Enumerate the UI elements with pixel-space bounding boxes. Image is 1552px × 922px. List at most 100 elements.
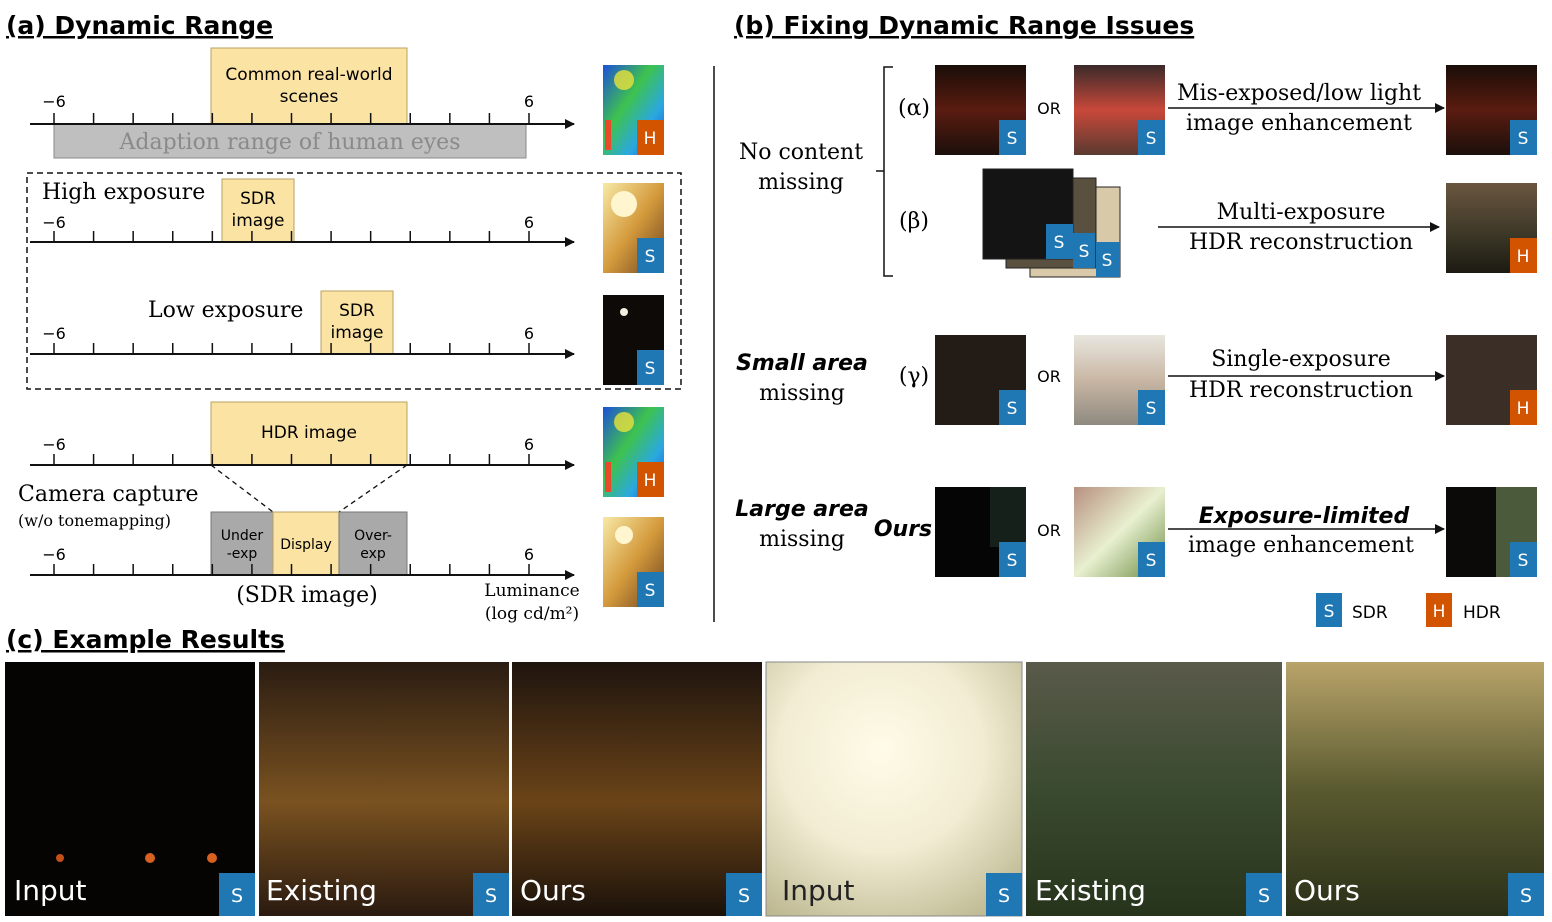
hdr-badge (1510, 390, 1537, 425)
hdr-image-box-label: HDR image (261, 423, 357, 443)
axis-min-label: −6 (42, 324, 66, 343)
axis-camera-capture: Camera capture (w/o tonemapping) Under -… (18, 482, 580, 624)
axis-ticks (53, 343, 530, 354)
underexp-line-1: Under (221, 528, 264, 544)
no-content-missing-line-2: missing (758, 170, 844, 195)
legend-hdr-swatch-letter: H (1433, 602, 1446, 622)
sdr-badge (1510, 542, 1537, 577)
hdr-badge (1510, 238, 1537, 273)
result-ours-forest: Ours S (1286, 662, 1544, 916)
sdr-badge (637, 572, 664, 607)
hdr-badge (637, 120, 664, 155)
sdr-badge-letter: S (645, 581, 656, 601)
adaption-range-label: Adaption range of human eyes (119, 130, 461, 155)
sdr-badge-letter: S (1007, 551, 1018, 571)
sdr-image-caption: (SDR image) (236, 583, 378, 608)
thumbnail-alpha-bright: S (1074, 65, 1165, 155)
common-scenes-line-2: scenes (280, 87, 339, 107)
sdr-badge-letter: S (1518, 129, 1529, 149)
sdr-badge-letter: S (1146, 129, 1157, 149)
projection-line-right (338, 464, 408, 513)
legend-sdr-swatch-letter: S (1324, 602, 1335, 622)
sdr-badge (1138, 390, 1165, 425)
display-box (272, 511, 340, 576)
sdr-badge-letter: S (485, 885, 497, 907)
sdr-badge-letter: S (1007, 399, 1018, 419)
thumbnail-gamma-result: H (1446, 335, 1537, 425)
small-area-missing-line-1: Small area (736, 351, 868, 376)
camera-capture-label: Camera capture (18, 482, 199, 507)
sdr-badge (1046, 224, 1073, 259)
thumbnail-high-exposure: S (603, 183, 664, 273)
legend: S SDR H HDR (1316, 593, 1501, 627)
small-area-missing-line-2: missing (759, 381, 845, 406)
panel-a-heading: (a) Dynamic Range (6, 11, 273, 40)
axis-min-label: −6 (42, 92, 66, 111)
sdr-badge-letter: S (231, 885, 243, 907)
sdr-badge (999, 542, 1026, 577)
result-label: Input (14, 874, 87, 907)
sdr-badge-letter: S (1007, 129, 1018, 149)
sdr-badge-letter: S (1518, 551, 1529, 571)
luminance-label-line-2: (log cd/m²) (485, 604, 579, 624)
result-label: Existing (1035, 874, 1146, 907)
axis-ticks (53, 113, 530, 124)
sdr-badge (219, 873, 255, 916)
large-area-missing-line-2: missing (759, 527, 845, 552)
task-gamma-line-1: Single-exposure (1211, 347, 1391, 372)
sdr-box-high-line-1: SDR (240, 189, 276, 209)
common-scenes-line-1: Common real-world (225, 65, 392, 85)
thumbnail-gamma-bright: S (1074, 335, 1165, 425)
sdr-badge (473, 873, 509, 916)
axis-min-label: −6 (42, 213, 66, 232)
panel-c-heading: (c) Example Results (6, 625, 285, 654)
no-content-bracket (876, 66, 893, 277)
thumbnail-low-exposure: S (603, 295, 664, 385)
overexp-line-1: Over- (354, 528, 392, 544)
hdr-badge-letter: H (644, 471, 657, 491)
axis-max-label: 6 (524, 92, 534, 111)
sdr-badge-letter: S (1146, 551, 1157, 571)
panel-b-heading: (b) Fixing Dynamic Range Issues (734, 11, 1194, 40)
sdr-badge (1508, 873, 1544, 916)
or-label-alpha: OR (1037, 99, 1061, 118)
thumbnail-hdr-heatmap: H (603, 65, 664, 155)
sdr-badge-letter: S (1258, 885, 1270, 907)
axis-ticks (53, 231, 530, 242)
axis-scenes: Common real-world scenes Adaption range … (30, 47, 575, 159)
task-ours-line-1: Exposure-limited (1199, 504, 1410, 529)
thumbnail-ours-dark: S (935, 487, 1026, 577)
sdr-badge (999, 390, 1026, 425)
hdr-badge-letter: H (1517, 399, 1530, 419)
thumbnail-gamma-dark: S (935, 335, 1026, 425)
sdr-badge (999, 120, 1026, 155)
legend-sdr-swatch (1316, 593, 1342, 627)
task-beta-line-2: HDR reconstruction (1189, 230, 1413, 255)
hdr-badge (637, 462, 664, 497)
axis-ticks (53, 564, 530, 575)
axis-max-label: 6 (524, 213, 534, 232)
axis-high-exposure: High exposure SDR image −6 6 (30, 178, 575, 247)
axis-low-exposure: Low exposure SDR image −6 6 (30, 290, 575, 359)
or-label-ours: OR (1037, 521, 1061, 540)
hdr-image-box (210, 401, 408, 466)
result-label: Input (782, 874, 855, 907)
thumbnail-hdr-heatmap-2: H (603, 407, 664, 497)
sdr-badge (726, 873, 762, 916)
axis-min-label: −6 (42, 435, 66, 454)
sdr-badge-letter: S (998, 885, 1010, 907)
sdr-badge (1138, 542, 1165, 577)
low-exposure-label: Low exposure (148, 298, 303, 323)
beta-label: (β) (899, 209, 929, 234)
task-alpha-line-1: Mis-exposed/low light (1177, 81, 1421, 106)
sdr-badge (1096, 242, 1120, 277)
sdr-badge (637, 350, 664, 385)
result-label: Ours (520, 874, 586, 907)
hdr-badge-letter: H (1517, 247, 1530, 267)
sdr-badge (1138, 120, 1165, 155)
axis-max-label: 6 (524, 324, 534, 343)
sdr-badge (1073, 233, 1095, 268)
thumbnail-camera-capture: S (603, 517, 664, 607)
sdr-badge (1510, 120, 1537, 155)
overexp-box (338, 511, 408, 576)
